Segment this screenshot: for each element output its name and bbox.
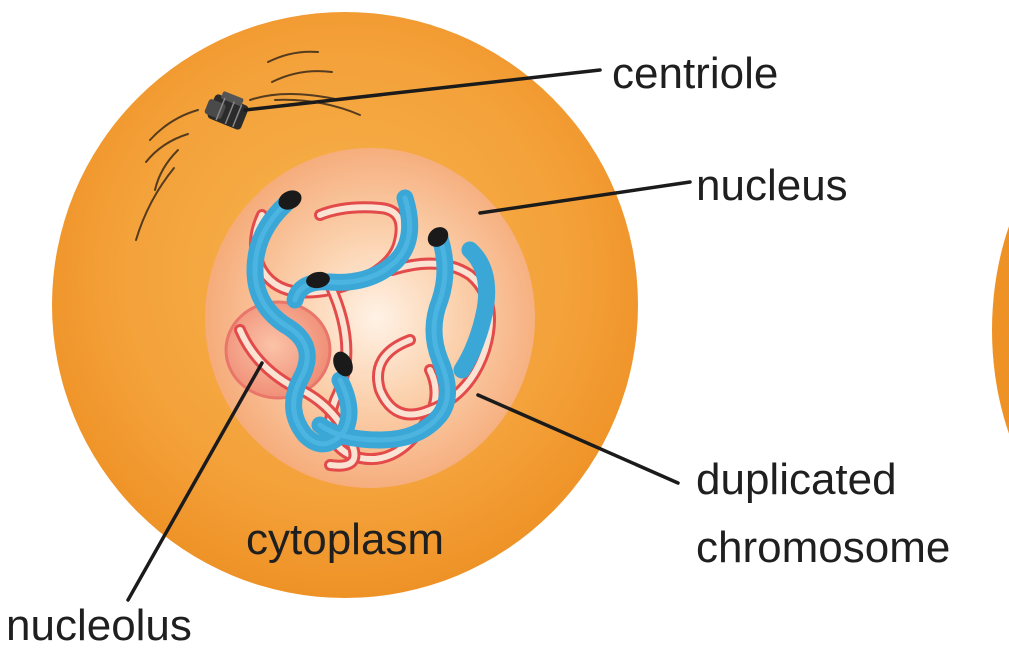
chromosome-leader: [476, 393, 680, 485]
duplicated-label: duplicated: [696, 455, 897, 504]
aster-fibers: [135, 50, 361, 241]
duplicated-chromosomes: [240, 189, 490, 466]
nucleolus-leader: [126, 361, 264, 602]
nucleus-label: nucleus: [696, 161, 848, 210]
centriole-label: centriole: [612, 49, 778, 98]
chromosome-label: chromosome: [696, 523, 950, 572]
centriole-icon: [204, 91, 249, 130]
neighbor-cell-edge: [992, 226, 1009, 434]
nucleus-leader: [478, 180, 692, 215]
nucleolus-label: nucleolus: [6, 601, 192, 650]
centriole-leader: [243, 68, 602, 112]
centromeres: [278, 190, 449, 377]
cytoplasm-label: cytoplasm: [246, 515, 444, 564]
